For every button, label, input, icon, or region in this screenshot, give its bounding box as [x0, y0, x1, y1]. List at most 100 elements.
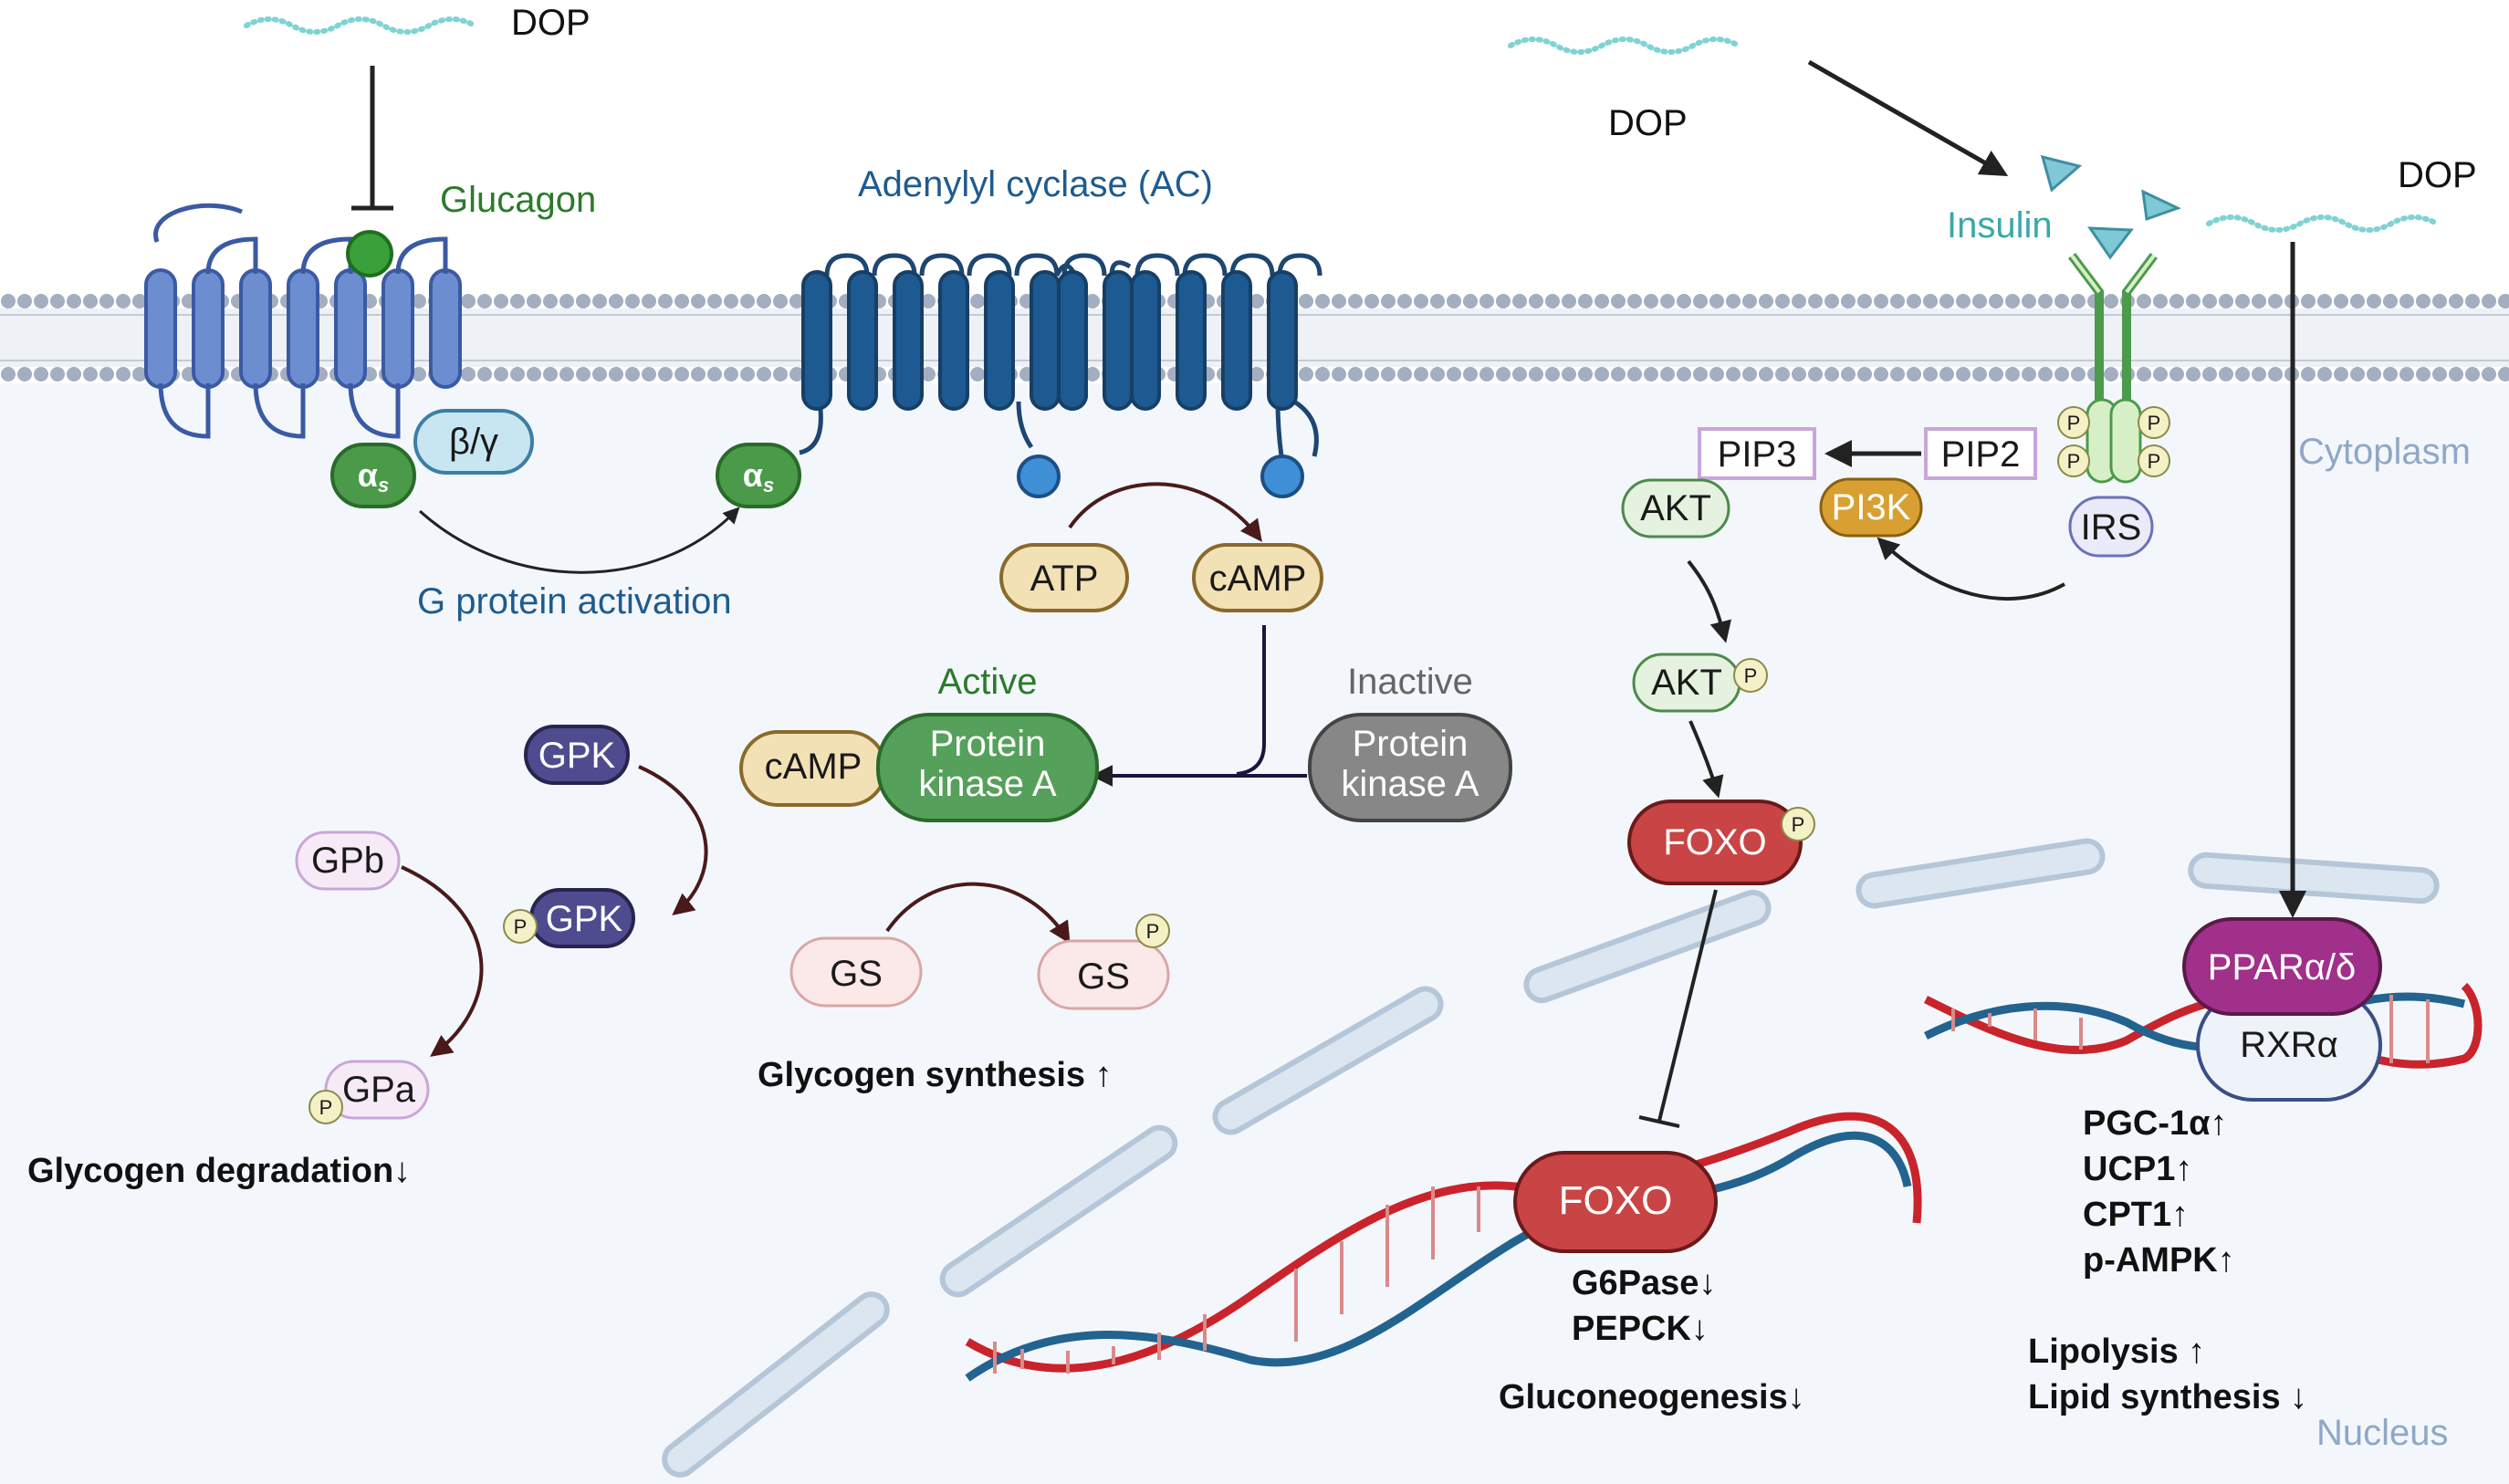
gs-node [789, 936, 923, 1008]
foxo-phospho-label: FOXO [1663, 822, 1766, 862]
alpha-s-symbol-free: α [743, 456, 763, 494]
adenylyl-cyclase [799, 253, 1322, 498]
atp-to-camp-arrow [1068, 482, 1262, 542]
gpk-node [524, 725, 630, 785]
gpk-phosphorylation-arrow [638, 765, 708, 916]
pka-inactive-line2: kinase A [1341, 764, 1479, 804]
pi3k-label: PI3K [1832, 487, 1911, 528]
pka-inactive-node [1308, 713, 1512, 822]
g-protein-activation-arrow [418, 507, 740, 574]
dna-helix-lower [965, 1112, 1922, 1382]
camp-bound-label: cAMP [765, 747, 862, 787]
phospho-badge-gpk [503, 909, 538, 944]
insulin-molecule-3 [2087, 226, 2134, 260]
alpha-s-subscript-free: s [763, 474, 774, 496]
foxo-inhibition-line [1638, 889, 1718, 1128]
adenylyl-cyclase-label: Adenylyl cyclase (AC) [858, 164, 1213, 204]
foxo-nuclear-label: FOXO [1559, 1178, 1673, 1223]
active-label: Active [938, 662, 1038, 702]
akt-to-foxo-arrow [1688, 720, 1724, 799]
alpha-s-subunit-bound [330, 443, 416, 508]
gpb-node [295, 831, 401, 891]
glucagon-receptor [144, 203, 462, 439]
akt-node [1621, 478, 1730, 538]
pka-inactive-line1: Protein [1353, 724, 1469, 764]
glucagon-label: Glucagon [440, 180, 596, 220]
phospho-badge-gs-label: P [1146, 920, 1160, 943]
pip2-label: PIP2 [1941, 434, 2021, 475]
phospho-badge-gpa-label: P [319, 1096, 333, 1119]
glycogen-synthesis-text: Glycogen synthesis ↑ [758, 1056, 1113, 1094]
dop-peptide-left [244, 16, 477, 35]
pip3-node [1698, 427, 1816, 480]
irs-node [2068, 496, 2154, 558]
pka-active-line2: kinase A [918, 764, 1057, 804]
phospho-badge-foxo [1781, 807, 1815, 841]
pip3-label: PIP3 [1718, 434, 1797, 475]
lipolysis-text: Lipolysis ↑ [2028, 1332, 2205, 1371]
beta-gamma-subunit [413, 409, 534, 475]
alpha-s-label-bound: αs [358, 456, 389, 496]
receptor-p-4: P [2148, 450, 2161, 473]
pka-active-line1: Protein [930, 724, 1046, 764]
camp-label: cAMP [1209, 559, 1307, 599]
dop-inhibit-glucagon-arrow [351, 66, 393, 211]
g-protein-activation-label: G protein activation [417, 581, 732, 622]
akt-phosphorylation-arrow [1687, 559, 1731, 643]
pepck-text: PEPCK↓ [1572, 1310, 1709, 1348]
receptor-p-1: P [2067, 412, 2081, 434]
gpb-to-gpa-arrow [401, 865, 484, 1057]
glucagon-ligand [346, 230, 393, 277]
cell-membrane [0, 292, 2509, 383]
g6pase-text: G6Pase↓ [1572, 1264, 1716, 1302]
nucleus-label: Nucleus [2316, 1413, 2449, 1453]
gs-phospho-node [1037, 939, 1170, 1010]
phospho-badge-akt-label: P [1744, 664, 1758, 687]
pampk-text: p-AMPK↑ [2083, 1241, 2235, 1280]
camp-to-pka-connector [1236, 625, 1266, 776]
dop-label-left: DOP [511, 3, 591, 43]
gpb-label: GPb [311, 841, 384, 881]
cytoplasm-label: Cytoplasm [2298, 432, 2471, 472]
gpk-label: GPK [538, 736, 616, 776]
pi3k-node [1819, 477, 1923, 538]
gpa-label: GPa [342, 1070, 416, 1110]
phospho-badge-akt [1733, 658, 1768, 693]
receptor-p-3: P [2148, 412, 2161, 434]
gs-label: GS [830, 954, 883, 994]
inactive-label: Inactive [1347, 662, 1473, 702]
insulin-molecule-2 [2141, 189, 2181, 222]
camp-node [1192, 543, 1323, 612]
ucp1-text: UCP1↑ [2083, 1150, 2192, 1188]
lipid-synthesis-text: Lipid synthesis ↓ [2028, 1378, 2307, 1416]
akt-label: AKT [1640, 488, 1711, 528]
rxr-label: RXRα [2240, 1025, 2338, 1065]
dop-peptide-right [2206, 214, 2440, 233]
irs-to-pi3k-arrow [1877, 537, 2065, 601]
dop-peptide-mid [1508, 37, 1741, 55]
alpha-s-subscript: s [378, 474, 389, 496]
receptor-phospho-badges: P P P P [2057, 406, 2170, 477]
alpha-s-subunit-free [716, 443, 801, 508]
foxo-phospho-node [1627, 799, 1803, 885]
alpha-s-symbol: α [358, 456, 378, 494]
gs-phosphorylation-arrow [885, 882, 1071, 945]
dop-to-insulin-arrow [1807, 59, 2009, 176]
dop-label-right: DOP [2398, 155, 2477, 195]
insulin-molecule-1 [2040, 154, 2083, 193]
gpk-phospho-label: GPK [546, 899, 623, 939]
phospho-badge-gpk-label: P [514, 915, 528, 938]
foxo-nuclear-node [1513, 1151, 1718, 1253]
phospho-badge-gs [1135, 914, 1170, 948]
phospho-badge-foxo-label: P [1792, 813, 1805, 836]
atp-node [999, 543, 1129, 612]
insulin-label: Insulin [1947, 205, 2053, 246]
ppar-label: PPARα/δ [2208, 947, 2356, 988]
atp-label: ATP [1030, 559, 1099, 599]
phospho-badge-gpa [308, 1090, 343, 1124]
gs-phospho-label: GS [1077, 956, 1130, 997]
receptor-p-2: P [2067, 450, 2081, 473]
dop-label-mid: DOP [1608, 103, 1688, 143]
pip2-node [1924, 427, 2037, 480]
